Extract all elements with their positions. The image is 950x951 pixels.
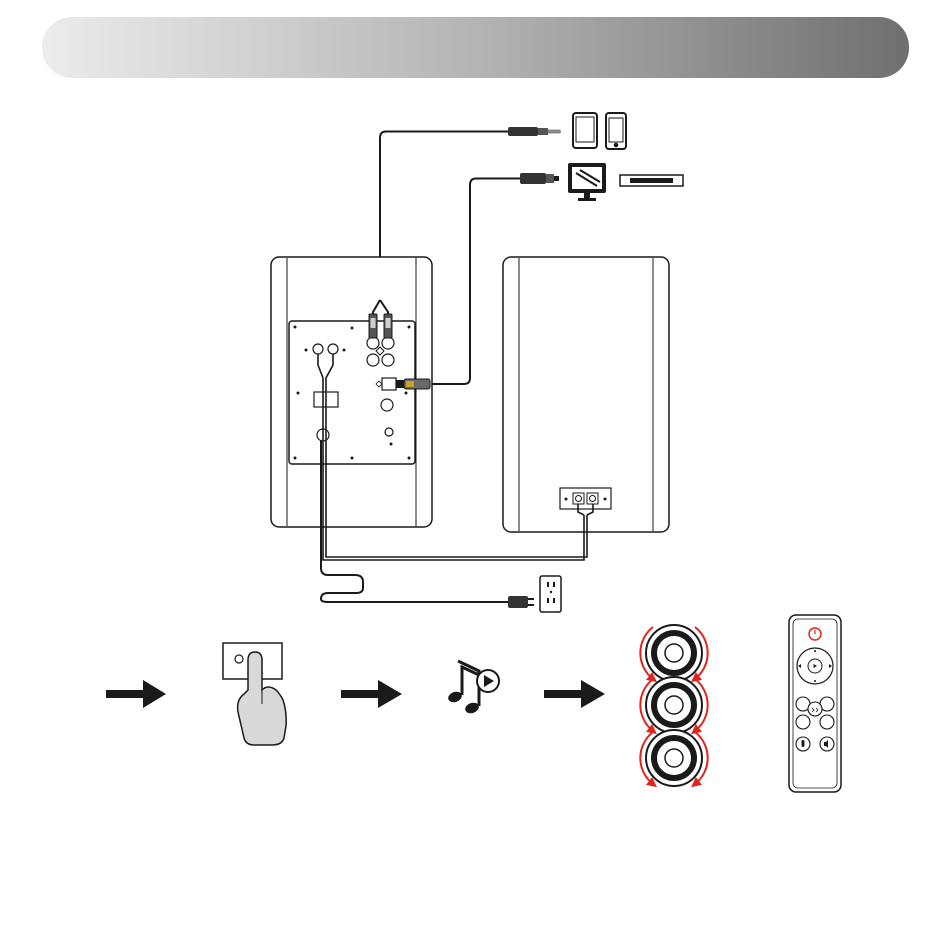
arrow-right-icon — [341, 680, 402, 708]
rca-plug-right — [384, 314, 392, 338]
volume-knob-icon — [640, 730, 707, 786]
tablet-icon — [573, 113, 597, 148]
remote-control-icon — [789, 615, 841, 792]
header-bar — [42, 17, 909, 78]
wall-outlet-icon — [540, 576, 561, 612]
optical-plug-input — [396, 379, 430, 389]
finger-press-icon — [223, 643, 286, 745]
soundbar-icon — [620, 175, 683, 186]
music-play-icon — [447, 661, 499, 715]
rca-plug-left — [369, 314, 377, 338]
power-plug-icon — [508, 596, 534, 608]
arrow-right-icon — [106, 680, 166, 708]
terminal-plate — [560, 488, 611, 509]
passive-speaker — [503, 257, 669, 532]
volume-knob-icon — [640, 677, 707, 733]
optical-plug-icon — [520, 173, 559, 184]
tv-icon — [568, 163, 606, 201]
remote-dpad — [797, 648, 833, 684]
active-speaker — [271, 257, 432, 527]
arrow-right-icon — [544, 680, 605, 708]
volume-knob-icon — [640, 625, 707, 681]
rear-panel — [289, 321, 415, 464]
smartphone-icon — [606, 113, 626, 149]
rca-plug-icon — [508, 127, 561, 136]
remote-power-button — [809, 628, 821, 640]
